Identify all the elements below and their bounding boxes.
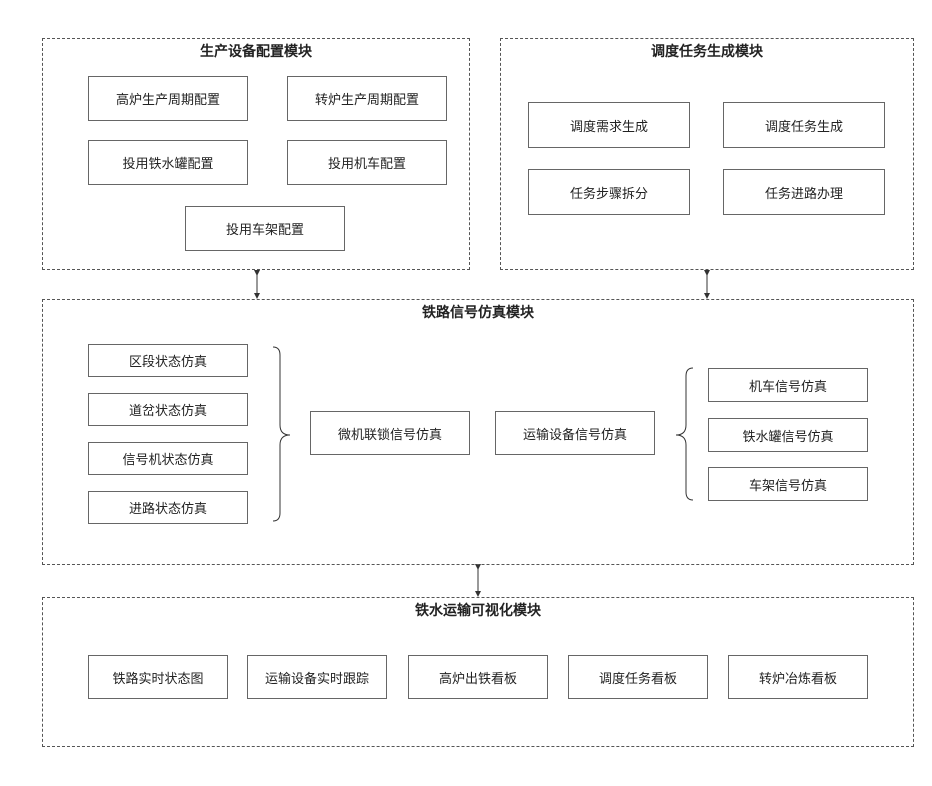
car-frame-config: 投用车架配置 bbox=[185, 206, 345, 251]
dispatch-task-board: 调度任务看板 bbox=[568, 655, 708, 699]
dispatch-demand-generation: 调度需求生成 bbox=[528, 102, 690, 148]
converter-smelting-board: 转炉冶炼看板 bbox=[728, 655, 868, 699]
route-state-sim: 进路状态仿真 bbox=[88, 491, 248, 524]
dispatch-task-generation: 调度任务生成 bbox=[723, 102, 885, 148]
production-module-title: 生产设备配置模块 bbox=[43, 41, 469, 61]
interlocking-signal-sim: 微机联锁信号仿真 bbox=[310, 411, 470, 455]
signal-state-sim: 信号机状态仿真 bbox=[88, 442, 248, 475]
converter-cycle-config: 转炉生产周期配置 bbox=[287, 76, 447, 121]
ladle-signal-sim: 铁水罐信号仿真 bbox=[708, 418, 868, 452]
equipment-realtime-tracking: 运输设备实时跟踪 bbox=[247, 655, 387, 699]
car-frame-signal-sim: 车架信号仿真 bbox=[708, 467, 868, 501]
task-route-handling: 任务进路办理 bbox=[723, 169, 885, 215]
ladle-config: 投用铁水罐配置 bbox=[88, 140, 248, 185]
switch-state-sim: 道岔状态仿真 bbox=[88, 393, 248, 426]
blast-furnace-tapping-board: 高炉出铁看板 bbox=[408, 655, 548, 699]
locomotive-signal-sim: 机车信号仿真 bbox=[708, 368, 868, 402]
dispatch-task-module: 调度任务生成模块 bbox=[500, 38, 914, 270]
task-step-split: 任务步骤拆分 bbox=[528, 169, 690, 215]
railway-realtime-map: 铁路实时状态图 bbox=[88, 655, 228, 699]
transport-equipment-signal-sim: 运输设备信号仿真 bbox=[495, 411, 655, 455]
visualization-module-title: 铁水运输可视化模块 bbox=[43, 600, 913, 620]
dispatch-module-title: 调度任务生成模块 bbox=[501, 41, 913, 61]
blast-furnace-cycle-config: 高炉生产周期配置 bbox=[88, 76, 248, 121]
section-state-sim: 区段状态仿真 bbox=[88, 344, 248, 377]
locomotive-config: 投用机车配置 bbox=[287, 140, 447, 185]
railway-module-title: 铁路信号仿真模块 bbox=[43, 302, 913, 322]
